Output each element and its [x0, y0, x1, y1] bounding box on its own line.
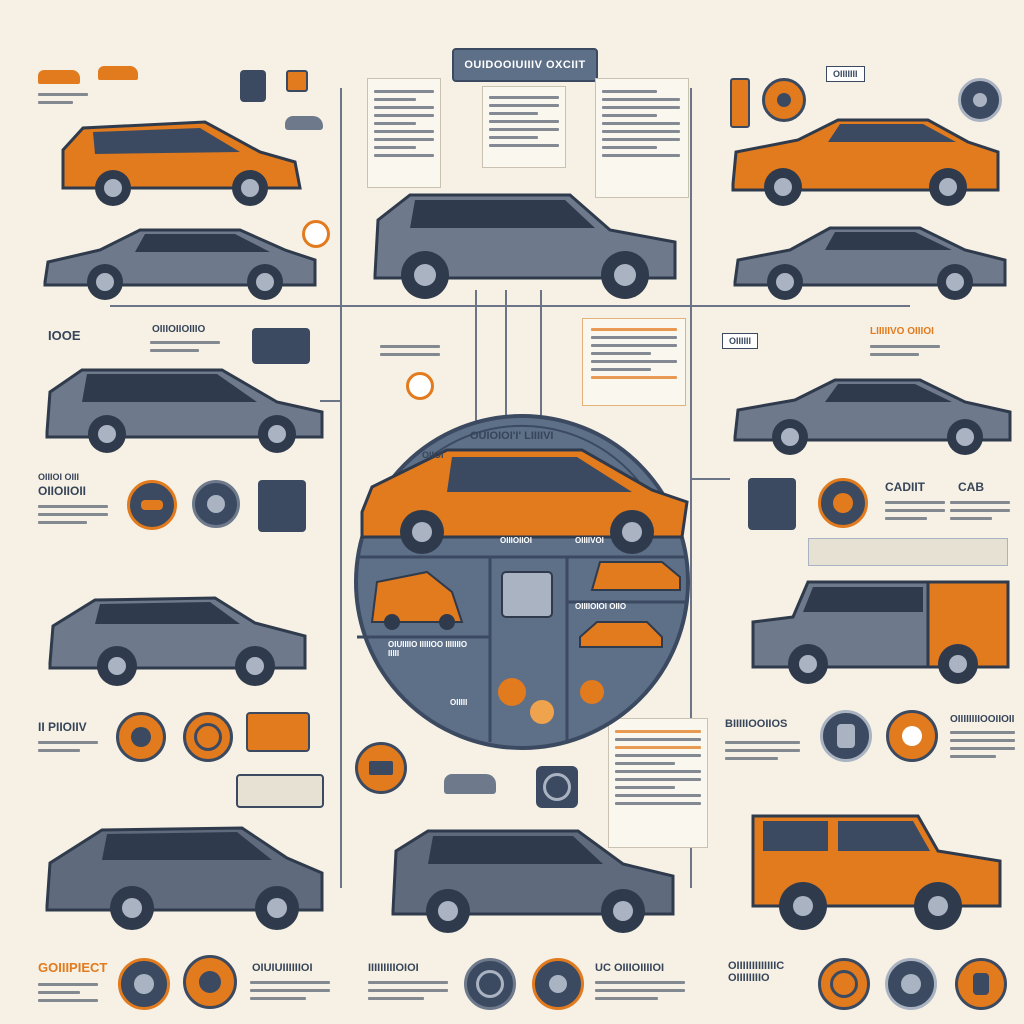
right-label-2: CADIIT — [885, 480, 925, 494]
connector-line — [690, 478, 730, 480]
right-label-3: CAB — [958, 480, 984, 494]
engine-icon — [748, 478, 796, 530]
seat-icon — [955, 958, 1007, 1010]
header-title: OUIDOOIUIIIV OXCIIT — [452, 48, 598, 82]
center-panel-a: OIIIOIIOI — [500, 536, 533, 545]
text-lines — [38, 736, 98, 757]
engine-icon — [885, 958, 937, 1010]
connector-line — [320, 400, 340, 402]
center-arc-left: OIIOI — [422, 450, 444, 460]
left-label-1: IOOE — [48, 328, 81, 343]
connector-line — [690, 88, 692, 888]
text-lines — [950, 726, 1015, 763]
text-lines — [38, 88, 88, 109]
right-label-6: OIIIIIIIIIIIIIC OIIIIIIIIO — [728, 960, 785, 984]
text-lines — [595, 976, 685, 1005]
left-label-5: II PIIOIIV — [38, 720, 87, 734]
mini-car-icon — [285, 116, 323, 130]
battery-icon — [406, 372, 434, 400]
pickup-truck — [751, 580, 1010, 684]
center-arc-title: OUIOIOI'I' LIIIIVI — [470, 430, 554, 442]
connector-line — [340, 88, 342, 888]
battery-icon — [286, 70, 308, 92]
text-lines — [885, 496, 945, 525]
center-panel-b: OIIIIVOI — [575, 536, 604, 545]
bottom-label-3: UC OIIIOIIIIOI — [595, 962, 665, 974]
grey-sedan-right — [733, 226, 1007, 300]
text-block — [367, 78, 441, 188]
orange-suv — [61, 120, 302, 206]
text-lines — [380, 340, 440, 361]
right-label-1: LIIIIIVO OIIIOI — [870, 326, 934, 337]
battery-icon — [730, 78, 750, 128]
grey-suv — [48, 596, 307, 686]
text-lines — [368, 976, 448, 1005]
engine-icon — [886, 710, 938, 762]
text-block — [482, 86, 566, 168]
text-lines — [870, 340, 940, 361]
gauge-icon — [536, 766, 578, 808]
text-lines — [950, 496, 1010, 525]
seat-icon — [820, 710, 872, 762]
seat-icon — [246, 712, 310, 752]
gauge-icon — [464, 958, 516, 1010]
left-label-6: GOIIIPIECT — [38, 960, 108, 975]
seat-icon — [240, 70, 266, 102]
engine-icon — [258, 480, 306, 532]
grey-sedan-right-2 — [733, 378, 1012, 455]
right-label-5: OIIIIIIIIOOIIOII — [950, 714, 1015, 725]
mini-car-icon — [444, 774, 496, 794]
gauge-icon — [192, 480, 240, 528]
left-label-3: OIIIOI OIII — [38, 472, 80, 482]
left-label-2: OIIIOIIOIIIO — [152, 324, 206, 335]
center-diagram — [354, 414, 690, 750]
tire-icon — [818, 478, 868, 528]
text-lines — [150, 336, 220, 357]
text-lines — [38, 978, 98, 1007]
text-block — [608, 718, 708, 848]
headlight-icon — [236, 774, 324, 808]
center-panel-e: OIIIII — [450, 698, 468, 707]
headlight-icon — [116, 712, 166, 762]
center-panel-d: OIUIIIIO IIIIIOO IIIIIIIO IIIII — [388, 640, 468, 658]
grey-wagon — [45, 368, 324, 453]
mini-car-icon — [38, 70, 80, 84]
wheel-icon — [532, 958, 584, 1010]
left-label-4: OIIOIIOII — [38, 484, 87, 498]
headlight-icon — [762, 78, 806, 122]
mini-car-icon — [98, 66, 138, 80]
grey-suv-center — [373, 193, 677, 299]
right-label-4: BIIIIIOOIIOS — [725, 718, 788, 730]
text-block — [582, 318, 686, 406]
orange-sedan — [731, 118, 1000, 206]
orange-offroader — [751, 814, 1002, 930]
connector-line — [475, 290, 477, 430]
center-panel-c: OIIIIOIOI OIIO — [575, 602, 627, 611]
battery-icon — [355, 742, 407, 794]
grey-sedan — [43, 228, 317, 300]
gauge-icon — [302, 220, 330, 248]
tag-1: OIIIIII — [722, 333, 759, 349]
bottom-label-2: IIIIIIIIIOIOI — [368, 962, 419, 974]
tire-icon — [958, 78, 1002, 122]
battery-icon — [252, 328, 310, 364]
text-block — [595, 78, 689, 198]
grey-suv-large — [45, 826, 324, 930]
text-lines — [250, 976, 330, 1005]
connector-line — [110, 305, 910, 307]
connector-line — [505, 290, 507, 430]
wheel-icon — [127, 480, 177, 530]
bottom-label-1: OIUIUIIIIIIOI — [252, 962, 313, 974]
tag-2: OIIIIIII — [826, 66, 865, 82]
connector-line — [540, 290, 542, 430]
banner-bar — [808, 538, 1008, 566]
text-lines — [38, 500, 108, 529]
grey-suv-bottom — [391, 829, 675, 933]
text-lines — [725, 736, 800, 765]
steering-wheel-icon — [818, 958, 870, 1010]
wheel-icon — [118, 958, 170, 1010]
steering-wheel-icon — [183, 712, 233, 762]
tire-icon — [183, 955, 237, 1009]
